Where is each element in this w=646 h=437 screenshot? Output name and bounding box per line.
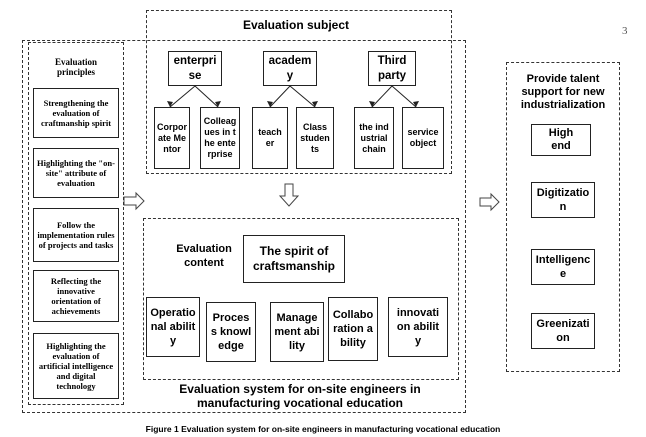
ability-management: Management ability (270, 302, 324, 362)
support-title: Provide talent support for new industria… (520, 72, 606, 111)
subject-industrial-chain: the industrial chain (354, 107, 394, 169)
ability-collaboration: Collaboration ability (328, 297, 378, 361)
ability-innovation: innovation ability (388, 297, 448, 357)
subject-enterprise: enterprise (168, 51, 222, 86)
principles-title: Evaluation principles (54, 57, 97, 77)
content-title: Evaluation content (176, 243, 232, 269)
principle-item: Follow the implementation rules of proje… (33, 208, 119, 262)
subject-academy: academy (263, 51, 317, 86)
principles-panel (28, 42, 124, 405)
principle-item: Highlighting the evaluation of artificia… (33, 333, 119, 399)
page-number: 3 (622, 25, 628, 37)
arrow-down-icon (278, 183, 300, 207)
subject-class-students: Class students (296, 107, 334, 169)
figure-caption: Figure 1 Evaluation system for on-site e… (145, 423, 501, 434)
principle-item: Highlighting the "on-site" attribute of … (33, 148, 119, 198)
subject-panel (146, 10, 452, 174)
subject-title: Evaluation subject (242, 18, 350, 32)
ability-process-knowledge: Process knowledge (206, 302, 256, 362)
system-title: Evaluation system for on-site engineers … (179, 382, 421, 410)
support-digitization: Digitization (531, 182, 595, 218)
principle-item: Strengthening the evaluation of craftman… (33, 88, 119, 138)
content-panel (143, 218, 459, 380)
support-panel (506, 62, 620, 372)
principle-item: Reflecting the innovative orientation of… (33, 270, 119, 322)
subject-third-party: Third party (368, 51, 416, 86)
arrow-right-icon (479, 192, 500, 212)
content-spirit: The spirit of craftsmanship (243, 235, 345, 283)
ability-operational: Operational ability (146, 297, 200, 357)
support-high-end: High end (531, 124, 591, 156)
system-frame (22, 40, 466, 413)
subject-colleagues: Colleagues in the enterprise (200, 107, 240, 169)
support-greenization: Greenization (531, 313, 595, 349)
subject-corporate-mentor: Corporate Mentor (154, 107, 190, 169)
arrow-right-icon (123, 191, 145, 211)
subject-service-object: service object (402, 107, 444, 169)
subject-teacher: teacher (252, 107, 288, 169)
support-intelligence: Intelligence (531, 249, 595, 285)
